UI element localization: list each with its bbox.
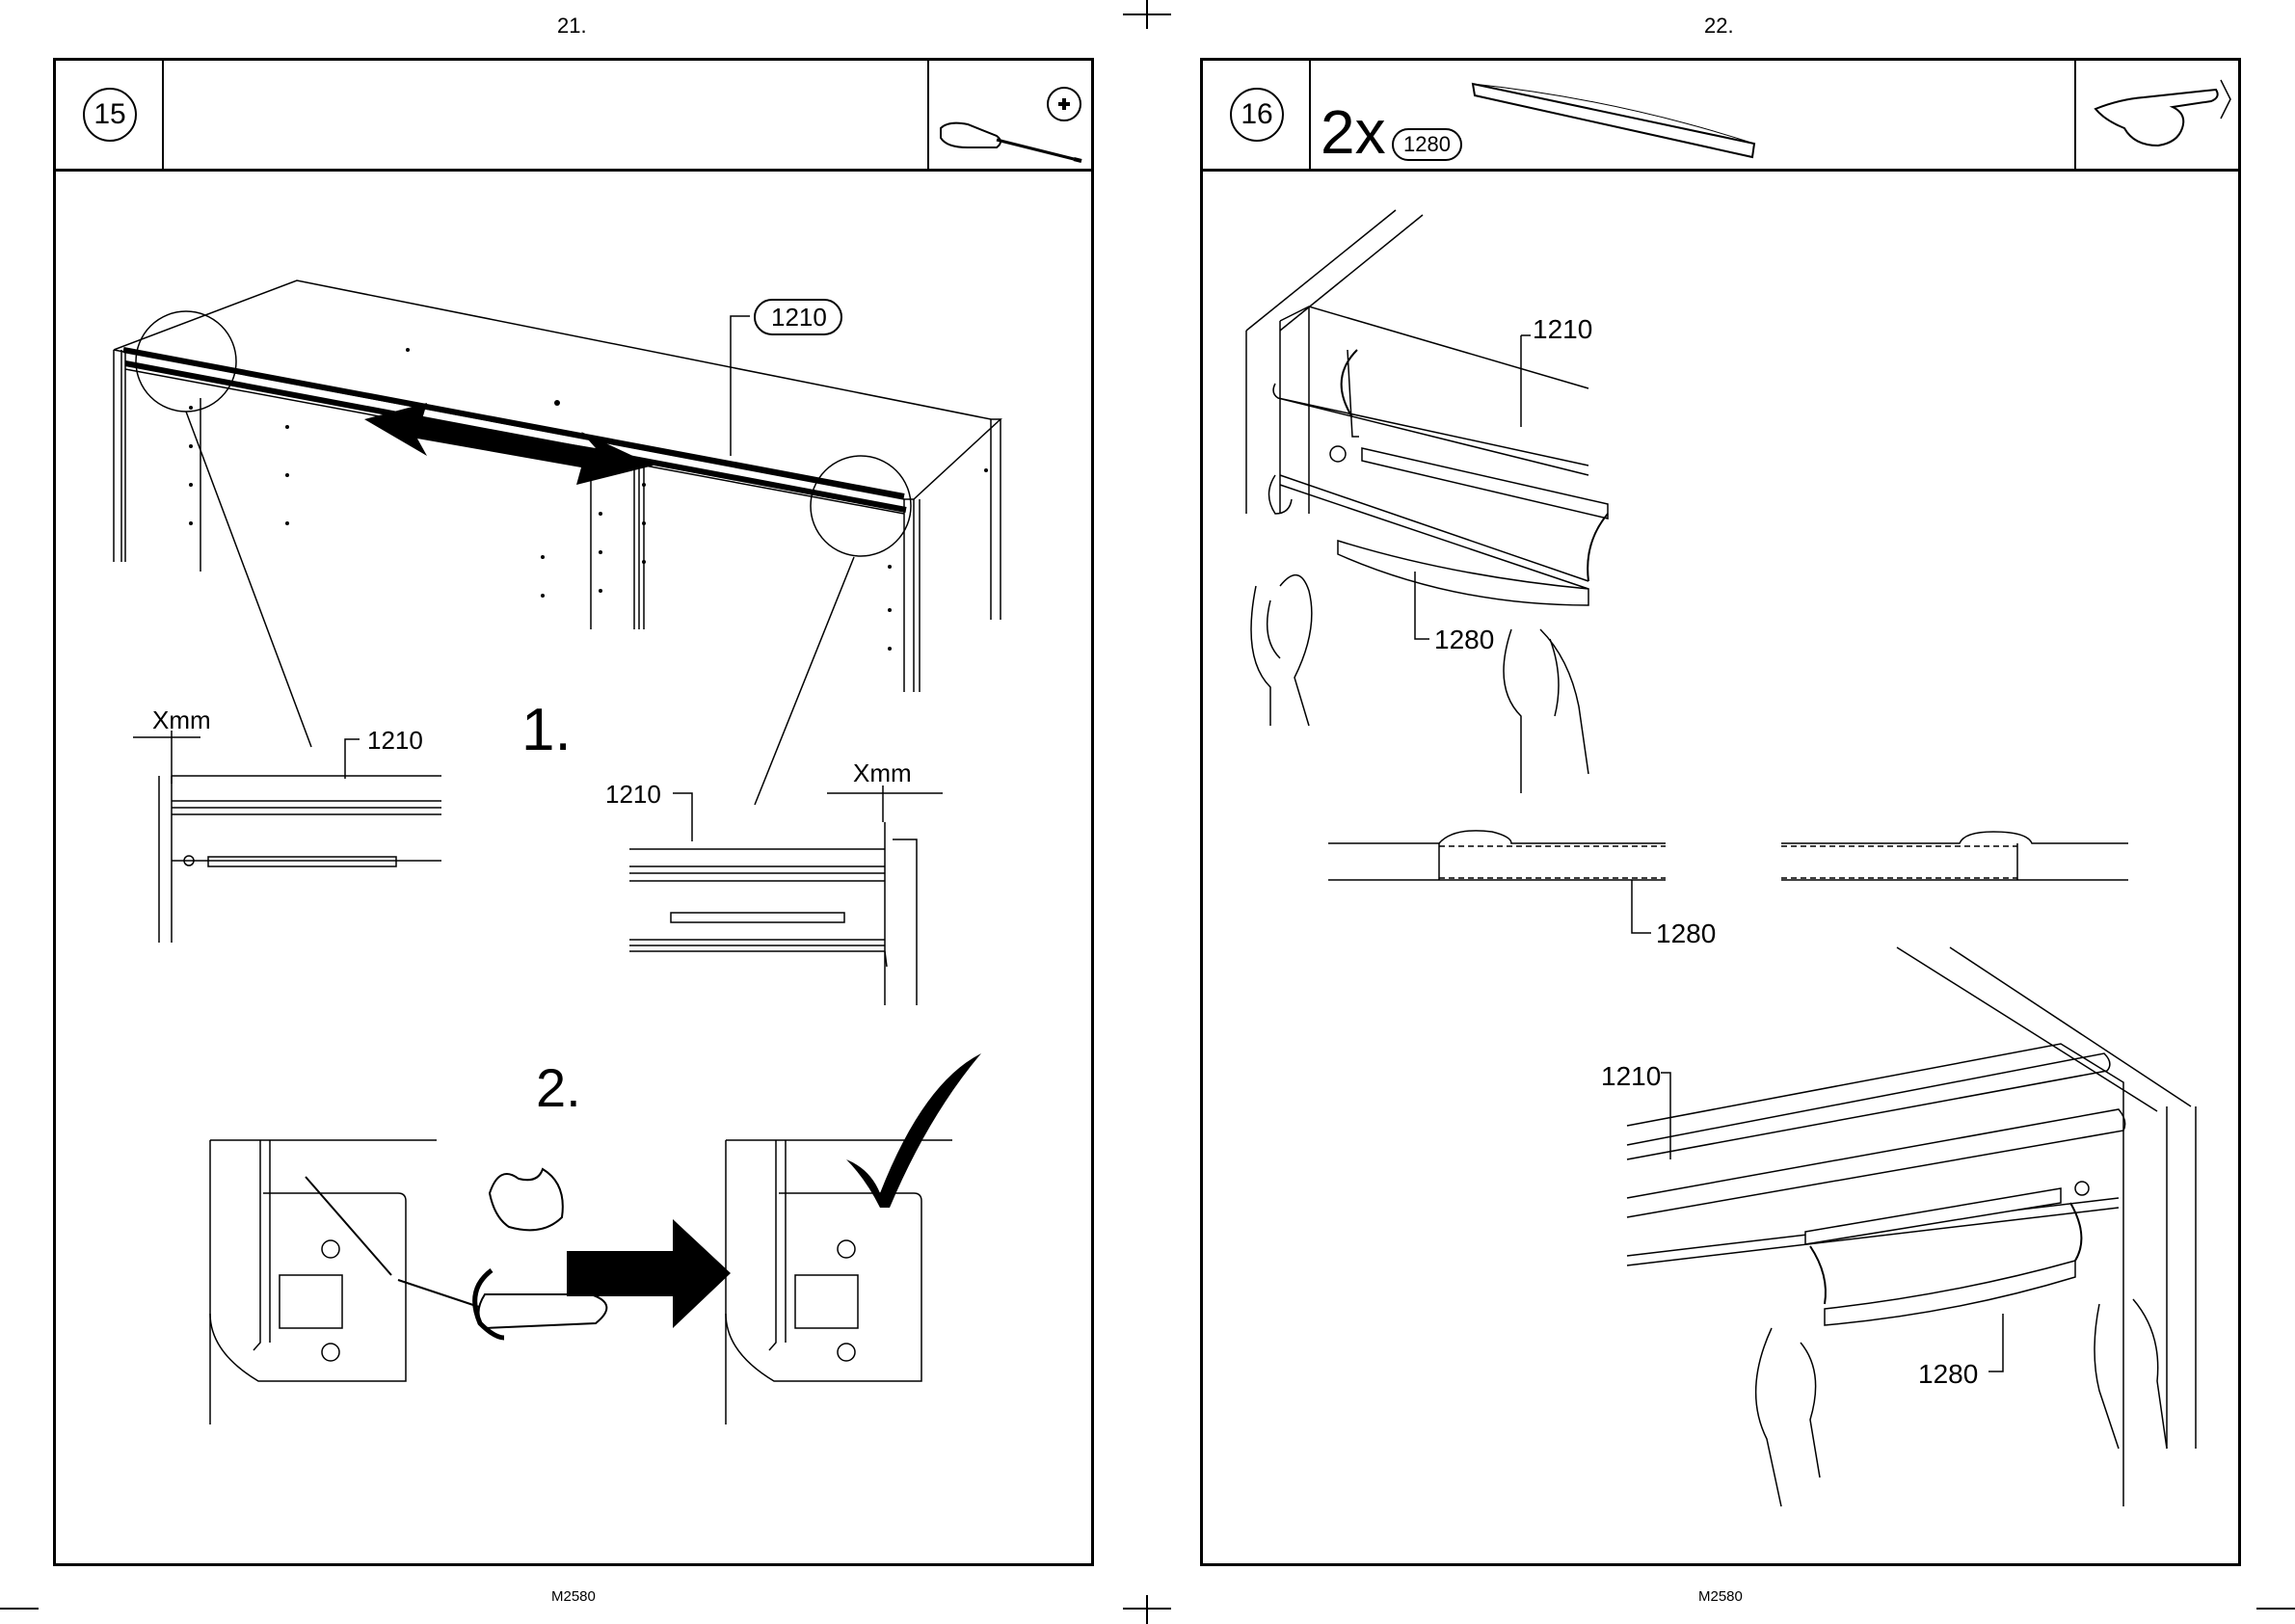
substep-1-label: 1. — [521, 697, 572, 763]
label-1280-bottom: 1280 — [1918, 1359, 1978, 1389]
substep-2-label: 2. — [536, 1057, 581, 1118]
muscle-arm-icon — [490, 1169, 563, 1230]
step-16-illustration: . 1210 1280 1280 — [1203, 61, 2244, 1569]
detail-right-part: 1210 — [605, 780, 661, 809]
label-1210-bottom: 1210 — [1601, 1061, 1661, 1091]
page-number-right: 22. — [1704, 13, 1734, 39]
label-1280-mid: 1280 — [1656, 918, 1716, 948]
cross-section-detail — [1328, 831, 2128, 933]
bracket-after — [726, 1140, 952, 1424]
crop-mark — [2256, 1608, 2295, 1610]
crop-mark — [1146, 1595, 1148, 1624]
crop-mark — [0, 1608, 39, 1610]
page-number-left: 21. — [557, 13, 587, 39]
detail-left — [133, 731, 441, 943]
xmm-label-left: Xmm — [152, 706, 211, 734]
label-1210-top: 1210 — [1533, 314, 1592, 344]
crop-mark — [1123, 1608, 1171, 1610]
part-label-1210: 1210 — [771, 303, 827, 332]
xmm-label-right: Xmm — [853, 759, 912, 787]
crop-mark — [1123, 13, 1171, 15]
hole-dots — [189, 348, 988, 651]
step-15-illustration: 1210 1. Xmm 1210 Xmm 1210 2. — [56, 61, 1097, 1569]
detail-left-part: 1210 — [367, 726, 423, 755]
cabinet-top-drawing — [1246, 210, 1608, 793]
document-code-left: M2580 — [551, 1588, 596, 1605]
checkmark-icon — [846, 1053, 981, 1208]
step-15-panel: 15 — [53, 58, 1094, 1566]
document-code-right: M2580 — [1698, 1588, 1743, 1605]
step-16-panel: 16 2x 1280 — [1200, 58, 2241, 1566]
detail-right — [629, 785, 943, 1005]
label-1280-top: 1280 — [1434, 625, 1494, 654]
cabinet-bottom-drawing — [1627, 947, 2196, 1506]
